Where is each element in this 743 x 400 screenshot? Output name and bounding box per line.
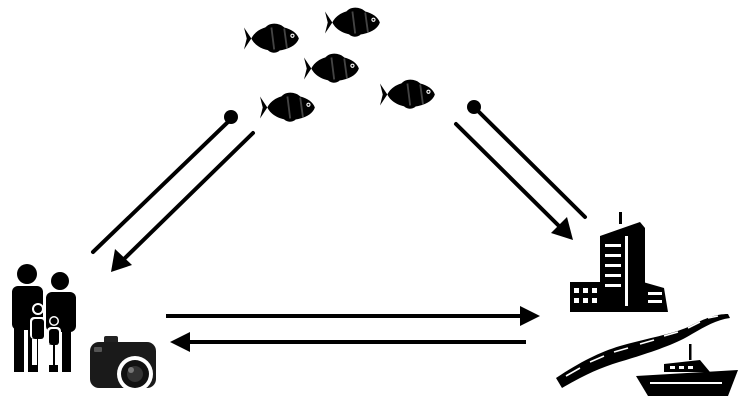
family-icon [12, 264, 76, 372]
building-icon [570, 212, 668, 312]
boat-icon [636, 344, 738, 396]
fish-school-icon [244, 6, 436, 123]
road-icon [556, 314, 730, 388]
fish-icon [304, 52, 360, 84]
fish-icon [325, 6, 381, 38]
edge-family-to-fish [91, 110, 238, 254]
fish-icon [244, 22, 300, 54]
edge-city-to-family [170, 332, 526, 352]
fish-icon [260, 91, 316, 123]
edge-fish-to-city [454, 122, 573, 240]
edge-family-to-city [166, 306, 540, 326]
edge-fish-to-family [111, 131, 255, 272]
fish-icon [380, 78, 436, 110]
camera-icon [90, 336, 156, 392]
edge-city-to-fish [467, 100, 587, 219]
